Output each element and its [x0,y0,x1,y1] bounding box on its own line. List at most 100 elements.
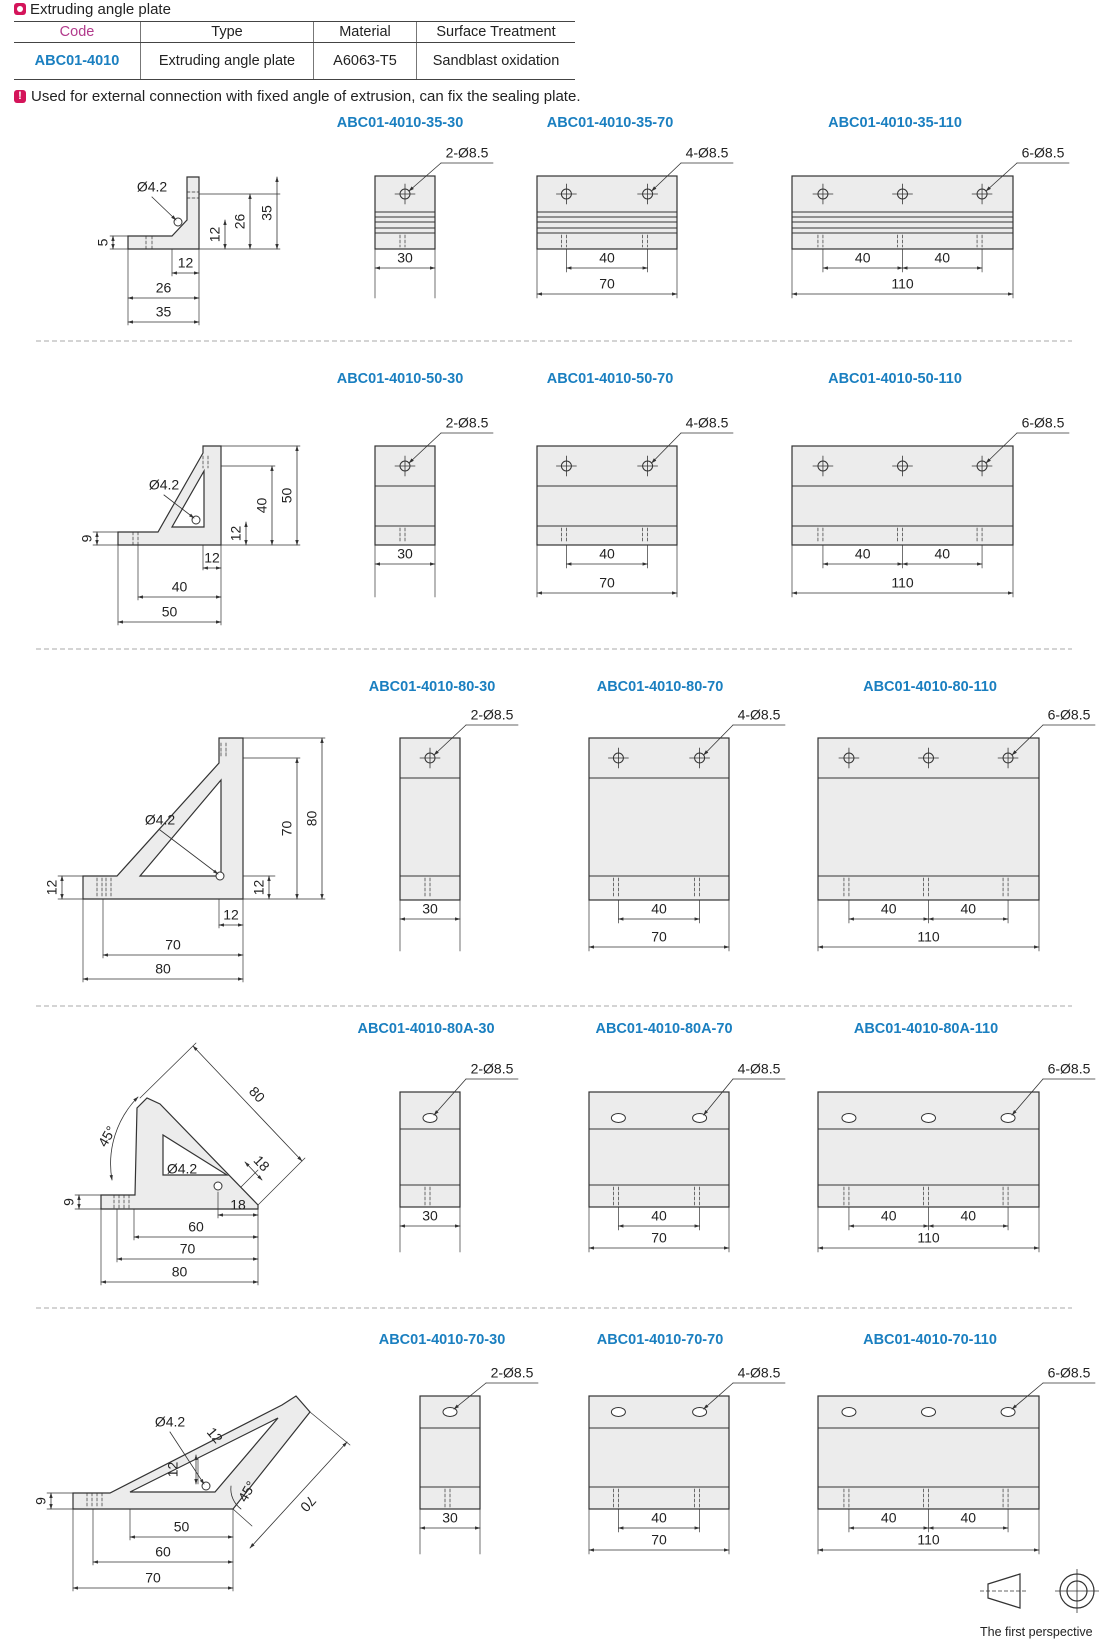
cell-material: A6063-T5 [313,42,417,80]
width-30-label: 30 [442,1510,458,1526]
leader-line [985,432,1018,464]
width-12-label: 12 [178,255,194,271]
pitch-40-label: 40 [934,250,950,266]
title-50-70: ABC01-4010-50-70 [546,371,674,387]
height-9-label: 9 [61,1198,77,1206]
hole-diameter-label: Ø4.2 [137,179,168,195]
leader-line [151,196,177,221]
pitch-40-label: 40 [651,1510,667,1526]
width-30-label: 30 [397,546,413,562]
width-30-label: 30 [397,250,413,266]
mounting-hole-icon [692,1113,708,1123]
section-header: Extruding angle plate [14,0,171,18]
hole-spec-label-30: 2-Ø8.5 [491,1365,534,1381]
height-80-label: 80 [304,811,320,827]
angle-arc [230,1485,242,1510]
plate-70-view [536,445,678,546]
dimension-line [244,1161,263,1181]
header-type: Type [140,21,314,43]
height-12-label: 12 [228,526,244,542]
diagonal-80-label: 80 [246,1083,268,1105]
width-70-label: 70 [599,575,615,591]
mounting-hole-icon [610,1113,626,1123]
width-35-label: 35 [156,304,172,320]
leader-line [703,724,734,756]
hole-diameter-label: Ø4.2 [155,1414,186,1430]
leader-line [408,162,442,192]
title-70-70: ABC01-4010-70-70 [596,1332,724,1348]
width-12-label: 12 [204,550,220,566]
mounting-hole-icon [921,1407,936,1417]
leader-line [651,432,682,464]
spec-table-row: ABC01-4010 Extruding angle plate A6063-T… [14,42,575,80]
hole-spec-label-70: 4-Ø8.5 [738,1365,781,1381]
title-80-70: ABC01-4010-80-70 [596,679,724,695]
pitch-40-label: 40 [651,1208,667,1224]
hole-spec-label-110: 6-Ø8.5 [1022,415,1065,431]
dimension-line [249,1441,348,1549]
width-60-label: 60 [188,1219,204,1235]
pitch-40-label: 40 [934,546,950,562]
title-80-110: ABC01-4010-80-110 [863,679,997,695]
title-50-110: ABC01-4010-50-110 [828,371,962,387]
hole-spec-label-110: 6-Ø8.5 [1022,145,1065,161]
width-70-label: 70 [599,276,615,292]
hole-spec-label-70: 4-Ø8.5 [686,415,729,431]
width-50-label: 50 [162,604,178,620]
title-35-30: ABC01-4010-35-30 [336,115,464,131]
pitch-40-label: 40 [855,546,871,562]
pitch-40-label: 40 [881,1510,897,1526]
width-60-label: 60 [155,1544,171,1560]
pitch-40-label: 40 [855,250,871,266]
width-70-label: 70 [651,1230,667,1246]
hole-spec-label-70: 4-Ø8.5 [738,1061,781,1077]
title-50-30: ABC01-4010-50-30 [336,371,464,387]
pitch-40-label: 40 [599,250,615,266]
hole-spec-label-70: 4-Ø8.5 [686,145,729,161]
cell-surface: Sandblast oxidation [416,42,575,80]
height-9-label: 9 [33,1497,49,1505]
warning-icon: ! [14,90,26,103]
bullet-icon [14,3,26,15]
title-80a-30: ABC01-4010-80A-30 [357,1021,495,1037]
pitch-40-label: 40 [960,901,976,917]
title-80a-110: ABC01-4010-80A-110 [853,1021,999,1037]
angle-arc [109,1096,139,1181]
height-5-label: 5 [95,238,111,246]
leader-line [433,1078,467,1116]
hole-spec-label-30: 2-Ø8.5 [471,1061,514,1077]
plate-70-view [588,737,730,901]
extension-line [257,1157,306,1206]
leader-line [159,829,219,875]
width-12-label: 12 [223,907,239,923]
leader-line [703,1382,734,1410]
mounting-hole-icon [422,1113,438,1123]
width-18-label: 18 [230,1197,246,1213]
side-profile-80-cutout [138,778,222,877]
dimension-line [192,1045,303,1162]
mounting-hole-icon [692,1407,708,1417]
usage-note: ! Used for external connection with fixe… [14,88,581,105]
height-9-label: 9 [79,534,95,542]
width-80-label: 80 [172,1264,188,1280]
width-110-label: 110 [917,1230,940,1246]
pitch-40-label: 40 [881,901,897,917]
cell-code: ABC01-4010 [14,42,141,80]
hole-spec-label-110: 6-Ø8.5 [1048,1365,1091,1381]
title-80-30: ABC01-4010-80-30 [368,679,496,695]
spec-table: Code Type Material Surface Treatment ABC… [14,21,575,80]
width-26-label: 26 [156,280,172,296]
section-title: Extruding angle plate [30,0,171,18]
side-profile-35 [127,176,200,250]
title-80a-70: ABC01-4010-80A-70 [595,1021,733,1037]
cell-type: Extruding angle plate [140,42,314,80]
width-70-label: 70 [145,1570,161,1586]
title-35-70: ABC01-4010-35-70 [546,115,674,131]
pitch-40-label: 40 [599,546,615,562]
hole-spec-label-70: 4-Ø8.5 [738,707,781,723]
title-35-110: ABC01-4010-35-110 [828,115,962,131]
width-110-label: 110 [891,276,914,292]
mounting-hole-icon [442,1407,458,1417]
pitch-40-label: 40 [960,1510,976,1526]
